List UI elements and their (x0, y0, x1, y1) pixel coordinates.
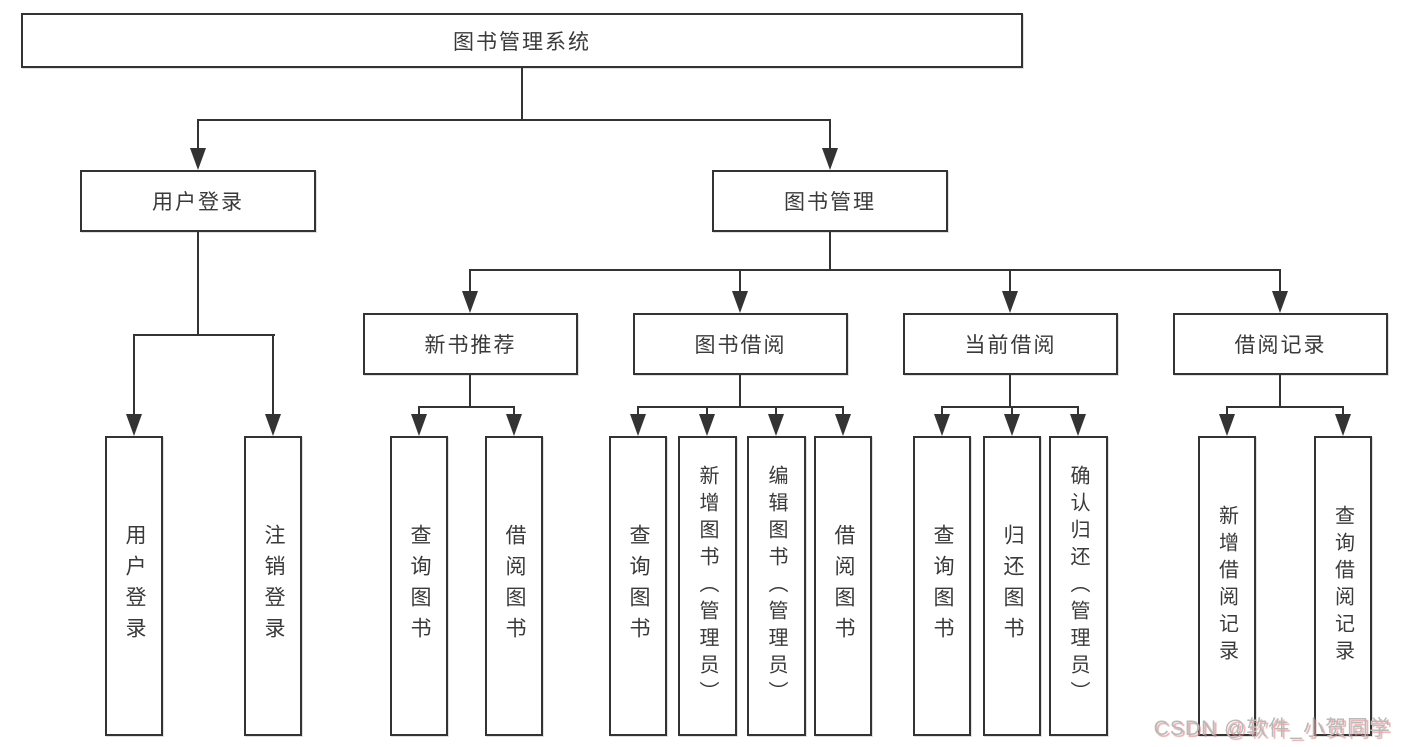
node-confirm-return-admin: 确认归还（管理员） (1049, 436, 1108, 736)
node-login: 用户登录 (105, 436, 163, 736)
connector-userlogin-hline (133, 334, 275, 336)
node-edit-book-admin: 编辑图书（管理员） (747, 436, 806, 736)
node-new-book-recommend-label: 新书推荐 (424, 334, 517, 357)
node-book-management: 图书管理 (712, 170, 948, 232)
connector-groupB-stem (739, 375, 741, 407)
connector-bookmgmt-drop-3 (1009, 269, 1011, 295)
node-edit-book-admin-label: 编辑图书（管理员） (765, 464, 787, 708)
connector-groupB-drop-2 (706, 406, 708, 416)
arrowhead-down (190, 148, 206, 170)
connector-bookmgmt-stem (829, 232, 831, 270)
node-root: 图书管理系统 (21, 13, 1023, 68)
node-new-book-recommend: 新书推荐 (363, 313, 578, 375)
node-root-label: 图书管理系统 (453, 30, 591, 54)
node-query-books-current: 查询图书 (913, 436, 971, 736)
node-login-label: 用户登录 (123, 524, 146, 648)
node-logout: 注销登录 (244, 436, 302, 736)
connector-groupB-hline (637, 406, 844, 408)
connector-root-drop-left (197, 119, 199, 150)
node-current-borrowing: 当前借阅 (903, 313, 1118, 375)
arrowhead-down (1004, 414, 1020, 436)
connector-bookmgmt-hline (469, 269, 1281, 271)
connector-root-drop-right (829, 119, 831, 150)
arrowhead-down (506, 414, 522, 436)
arrowhead-down (699, 414, 715, 436)
arrowhead-down (1219, 414, 1235, 436)
arrowhead-down (1070, 414, 1086, 436)
node-book-borrowing-label: 图书借阅 (694, 334, 787, 357)
node-query-borrow-record: 查询借阅记录 (1314, 436, 1372, 736)
arrowhead-down (265, 414, 281, 436)
connector-userlogin-drop-2 (272, 334, 274, 416)
arrowhead-down (822, 148, 838, 170)
node-query-books-recommend-label: 查询图书 (408, 524, 431, 648)
connector-root-hline (197, 119, 831, 121)
connector-groupB-drop-1 (637, 406, 639, 416)
node-book-management-label: 图书管理 (784, 191, 876, 214)
connector-bookmgmt-drop-2 (739, 269, 741, 295)
node-query-books-borrowing-label: 查询图书 (627, 524, 650, 648)
node-borrowing-records: 借阅记录 (1173, 313, 1388, 375)
connector-groupA-drop-2 (513, 406, 515, 416)
node-logout-label: 注销登录 (262, 524, 285, 648)
arrowhead-down (1272, 291, 1288, 313)
node-user-login-label: 用户登录 (152, 191, 244, 214)
connector-groupD-drop-2 (1342, 406, 1344, 416)
connector-groupC-stem (1009, 375, 1011, 407)
arrowhead-down (768, 414, 784, 436)
node-borrow-books-recommend: 借阅图书 (485, 436, 543, 736)
arrowhead-down (934, 414, 950, 436)
arrowhead-down (126, 414, 142, 436)
arrowhead-down (462, 291, 478, 313)
node-query-borrow-record-label: 查询借阅记录 (1331, 505, 1354, 667)
node-add-borrow-record-label: 新增借阅记录 (1215, 505, 1238, 667)
node-return-books-label: 归还图书 (1001, 524, 1024, 648)
connector-groupA-hline (418, 406, 515, 408)
arrowhead-down (835, 414, 851, 436)
arrowhead-down (630, 414, 646, 436)
connector-userlogin-stem (197, 232, 199, 335)
connector-bookmgmt-drop-4 (1279, 269, 1281, 295)
node-query-books-borrowing: 查询图书 (609, 436, 667, 736)
node-borrow-books-recommend-label: 借阅图书 (503, 524, 526, 648)
arrowhead-down (732, 291, 748, 313)
connector-groupD-hline (1226, 406, 1344, 408)
node-borrow-books-borrowing-label: 借阅图书 (832, 524, 855, 648)
connector-groupA-stem (469, 375, 471, 407)
connector-groupC-hline (941, 406, 1079, 408)
node-borrowing-records-label: 借阅记录 (1234, 334, 1327, 357)
connector-groupB-drop-4 (842, 406, 844, 416)
node-return-books: 归还图书 (983, 436, 1041, 736)
connector-groupD-drop-1 (1226, 406, 1228, 416)
node-query-books-recommend: 查询图书 (390, 436, 448, 736)
node-borrow-books-borrowing: 借阅图书 (814, 436, 872, 736)
connector-bookmgmt-drop-1 (469, 269, 471, 295)
node-current-borrowing-label: 当前借阅 (964, 334, 1057, 357)
connector-groupB-drop-3 (775, 406, 777, 416)
node-add-book-admin-label: 新增图书（管理员） (696, 464, 718, 708)
arrowhead-down (1335, 414, 1351, 436)
connector-groupA-drop-1 (418, 406, 420, 416)
connector-groupC-drop-3 (1077, 406, 1079, 416)
csdn-watermark: CSDN @软件_小贺同学 (1153, 717, 1391, 740)
connector-groupD-stem (1279, 375, 1281, 407)
connector-root-stem (521, 68, 523, 120)
node-confirm-return-admin-label: 确认归还（管理员） (1067, 464, 1089, 708)
connector-groupC-drop-1 (941, 406, 943, 416)
connector-groupC-drop-2 (1011, 406, 1013, 416)
node-add-borrow-record: 新增借阅记录 (1198, 436, 1256, 736)
node-query-books-current-label: 查询图书 (931, 524, 954, 648)
arrowhead-down (1002, 291, 1018, 313)
node-book-borrowing: 图书借阅 (633, 313, 848, 375)
connector-userlogin-drop-1 (133, 334, 135, 416)
arrowhead-down (411, 414, 427, 436)
node-add-book-admin: 新增图书（管理员） (678, 436, 737, 736)
node-user-login: 用户登录 (80, 170, 316, 232)
